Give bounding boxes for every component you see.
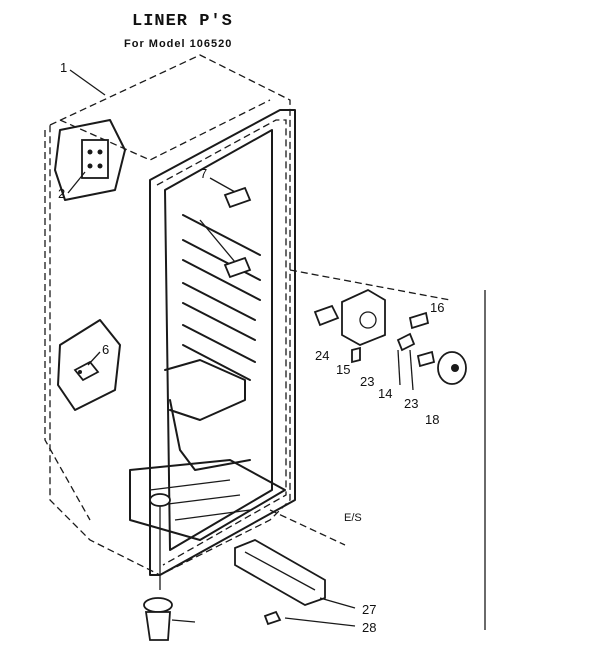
callout-7: 7 [200,166,208,181]
control-assembly [289,269,467,391]
part-23b [416,350,436,368]
liner-top-edge [59,99,271,161]
front-frame-dash [156,119,287,566]
liner-left-edge [44,130,91,521]
front-frame-outer [149,109,296,576]
shelf-rails [182,214,261,381]
callout-14: 14 [378,386,393,401]
part-28 [263,610,282,626]
front-frame-inner [164,129,273,551]
annotation-es: E/S [344,512,362,524]
callout-28: 28 [362,620,377,635]
drain-trough [234,509,356,627]
part-15 [341,288,386,346]
clip-7 [199,177,252,279]
callout-6: 6 [102,342,110,357]
part-16 [408,311,430,330]
diagram-subtitle: For Model 106520 [124,38,233,50]
part-24 [313,304,340,327]
callout-27: 27 [362,602,377,617]
callout-15: 15 [336,362,351,377]
callout-2: 2 [58,186,66,201]
part-27 [234,539,326,606]
callout-23a: 23 [360,374,375,389]
liner-outline [49,54,291,576]
drain-channel [169,399,251,471]
callout-1: 1 [60,60,68,75]
callout-24: 24 [315,348,330,363]
leader-1 [69,69,106,96]
callout-23b: 23 [404,396,419,411]
drain-plug [143,493,196,641]
part-14 [396,332,416,352]
callout-16: 16 [430,300,445,315]
callout-18: 18 [425,412,440,427]
hinge-detail-6 [57,319,121,411]
base-detail [149,479,251,521]
hinge-detail-2 [54,119,126,201]
diagram-title: LINER P'S [132,12,233,31]
base-ledge [129,459,286,541]
inner-floor [164,359,246,421]
part-23a [351,346,361,364]
